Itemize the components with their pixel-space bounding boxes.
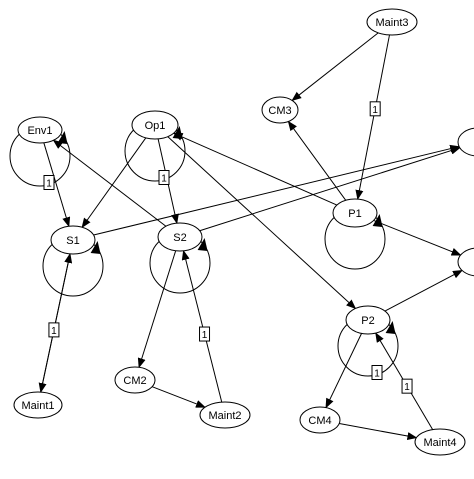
edge-s2-to-env1 [52,139,167,227]
node-cm3[interactable]: CM3 [261,96,299,124]
node-cm4[interactable]: CM4 [299,406,341,434]
node-cm2[interactable]: CM2 [114,366,156,394]
node-op1[interactable]: Op1 [131,110,179,140]
loop-weight-op1: 1 [158,170,170,185]
node-env1[interactable]: Env1 [17,116,63,144]
node-p1[interactable]: P1 [332,198,378,228]
svg-text:1: 1 [374,369,380,380]
edge-op1-to-s1 [81,137,147,229]
node-s2[interactable]: S2 [157,222,203,252]
edge-cm4-to-maint4 [339,423,418,440]
node-maint2[interactable]: Maint2 [199,401,251,429]
edge-weight-maint2-s2: 1 [199,326,211,342]
node-label-p2: P2 [361,315,374,327]
node-maint1[interactable]: Maint1 [13,391,63,419]
edge-p2-to-cm4 [325,333,363,409]
svg-text:1: 1 [202,330,208,341]
edge-env1-to-s1 [43,142,71,228]
node-label-p1: P1 [348,208,361,220]
svg-text:1: 1 [404,382,410,393]
edge-maint2-to-s2 [181,249,223,403]
edge-weight-maint3-p1: 1 [369,101,381,117]
edge-p1-to-fr [373,219,462,256]
node-maint3[interactable]: Maint3 [366,8,418,36]
node-label-cm3: CM3 [268,105,291,117]
edge-weight-maint1-s1: 1 [48,322,60,338]
node-label-cm2: CM2 [123,375,146,387]
edge-s1-to-rt [93,144,461,236]
node-label-op1: Op1 [145,120,166,132]
svg-text:1: 1 [161,174,167,185]
self-loop-arrowhead [372,214,383,227]
edge-op1-to-p2 [167,136,357,310]
self-loop-arrowhead [90,241,101,254]
edge-maint3-to-cm3 [291,32,379,102]
node-label-maint4: Maint4 [423,437,456,449]
node-maint4[interactable]: Maint4 [414,428,466,456]
svg-text:1: 1 [46,179,52,190]
node-fr[interactable]: F [457,247,474,277]
edge-weight-maint4-p2: 1 [401,378,413,394]
node-label-env1: Env1 [27,125,52,137]
self-loop-arrowhead [197,238,208,251]
edge-p1-to-op1 [172,132,338,206]
node-rt[interactable] [457,127,474,157]
edge-p1-to-cm3 [287,120,347,201]
edge-s2-to-rt [199,146,461,232]
loop-weight-p2: 1 [371,365,383,380]
node-label-maint1: Maint1 [21,400,54,412]
node-label-maint3: Maint3 [375,17,408,29]
node-label-s1: S1 [66,235,79,247]
svg-text:1: 1 [51,326,57,337]
node-s1[interactable]: S1 [50,225,96,255]
edge-maint3-to-p1 [355,34,390,201]
edge-p2-to-fr [384,269,463,312]
edge-cm2-to-maint2 [151,386,206,408]
node-label-cm4: CM4 [308,415,331,427]
svg-text:1: 1 [372,105,378,116]
edge-s2-to-cm2 [137,250,177,369]
node-p2[interactable]: P2 [345,305,391,335]
loop-weight-env1: 1 [43,175,55,190]
node-label-maint2: Maint2 [208,410,241,422]
node-label-s2: S2 [173,232,186,244]
self-loop-arrowhead [385,321,396,334]
